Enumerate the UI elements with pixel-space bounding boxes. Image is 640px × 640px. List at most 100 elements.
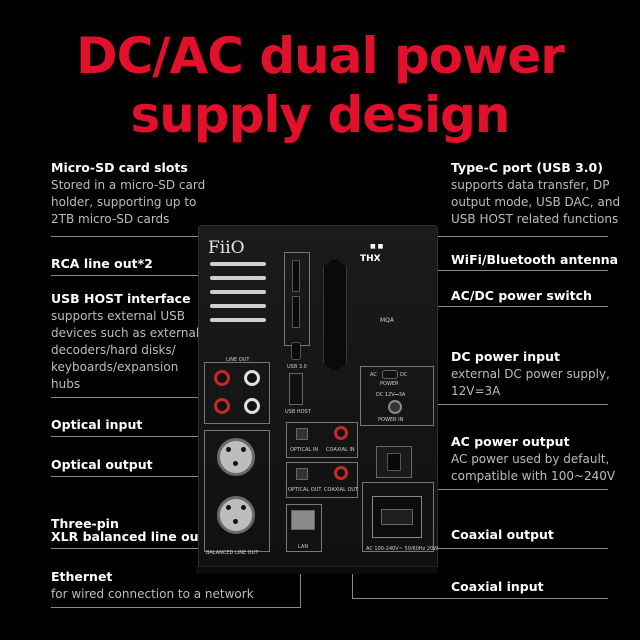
micro-sd-desc-3: 2TB micro-SD cards [51, 212, 170, 226]
ac-label: AC [370, 372, 377, 378]
ethernet-leader-line [51, 607, 301, 608]
micro-sd-slot-2[interactable] [292, 296, 300, 328]
brand-logo: FiiO [208, 238, 245, 258]
coaxial-out-label: COAXIAL OUT [324, 487, 359, 493]
power-in-label: POWER IN [378, 417, 404, 423]
micro-sd-slot-1[interactable] [292, 260, 300, 292]
micro-sd-leader-line [51, 236, 297, 237]
optical-out-label: OPTICAL OUT [288, 487, 322, 493]
balanced-line-out-label: BALANCED LINE OUT [206, 550, 259, 556]
rca-leader-line [51, 275, 210, 276]
usb-host-title: USB HOST interface [51, 291, 191, 306]
ac-power-socket[interactable] [372, 496, 422, 538]
type-c-title: Type-C port (USB 3.0) [451, 160, 603, 175]
optical-output-leader-line [51, 476, 299, 477]
optical-input-port[interactable] [296, 428, 308, 440]
optical-input-leader-line [51, 436, 299, 437]
usb-host-desc-4: keyboards/expansion [51, 360, 179, 374]
dc-input-leader-line [410, 404, 608, 405]
ac-output-desc-2: compatible with 100~240V [451, 469, 616, 483]
lan-label: LAN [298, 544, 309, 550]
usb-host-desc-1: supports external USB [51, 309, 185, 323]
rca-left-bottom[interactable] [244, 398, 260, 414]
xlr-title-1: Three-pin [51, 516, 119, 531]
xlr-output-bottom[interactable] [217, 496, 255, 534]
lan-panel [286, 504, 322, 552]
power-switch-leader-line [384, 306, 608, 307]
micro-sd-desc-2: holder, supporting up to [51, 195, 197, 209]
usb-host-port[interactable] [289, 373, 303, 405]
xlr-output-top[interactable] [217, 438, 255, 476]
digital-input-panel [286, 422, 358, 458]
dc-input-desc-1: external DC power supply, [451, 367, 610, 381]
dc-power-jack[interactable] [388, 400, 402, 414]
headline-line-2: supply design [130, 86, 510, 144]
ethernet-title: Ethernet [51, 569, 113, 584]
type-c-port[interactable] [291, 342, 301, 360]
ac-output-desc-1: AC power used by default, [451, 452, 610, 466]
vent-slot [210, 290, 266, 294]
ac-power-panel [362, 482, 434, 552]
usb-host-desc-3: decoders/hard disks/ [51, 343, 176, 357]
xlr-title-2: XLR balanced line out [51, 529, 205, 544]
line-out-label: LINE OUT [226, 357, 250, 363]
ethernet-desc: for wired connection to a network [51, 587, 254, 601]
device-base [196, 566, 438, 574]
ac-rating-label: AC 100-240V~ 50/60Hz 20W [366, 546, 439, 552]
ac-power-switch[interactable] [376, 446, 412, 478]
dc-label: DC [400, 372, 408, 378]
wifi-leader-line [336, 270, 608, 271]
power-switch-title: AC/DC power switch [451, 288, 592, 303]
dc-input-title: DC power input [451, 349, 560, 364]
usb-host-label: USB HOST [285, 409, 311, 415]
digital-output-panel [286, 462, 358, 498]
vent-slot [210, 276, 266, 280]
ac-output-title: AC power output [451, 434, 570, 449]
dc-rating-label: DC 12V⎓3A [376, 392, 406, 398]
rocker-switch-icon [387, 453, 401, 471]
micro-sd-desc-1: Stored in a micro-SD card [51, 178, 206, 192]
usb-host-desc-5: hubs [51, 377, 81, 391]
ac-output-leader-line [424, 489, 608, 490]
dc-input-desc-2: 12V=3A [451, 384, 501, 398]
optical-in-label: OPTICAL IN [290, 447, 318, 453]
xlr-panel [204, 430, 270, 552]
ethernet-port[interactable] [291, 510, 315, 530]
usb-30-label: USB 3.0 [287, 364, 307, 370]
type-c-desc-2: output mode, USB DAC, and [451, 195, 621, 209]
wifi-antenna [323, 258, 347, 372]
usb-host-leader-line [51, 397, 295, 398]
mqa-logo: MQA [380, 317, 395, 324]
type-c-leader-line [312, 236, 608, 237]
vent-slot [210, 304, 266, 308]
ac-dc-power-switch[interactable] [382, 370, 398, 379]
coaxial-output-leader-line [340, 548, 608, 549]
coaxial-input-title: Coaxial input [451, 579, 544, 594]
type-c-desc-1: supports data transfer, DP [451, 178, 610, 192]
coaxial-output-title: Coaxial output [451, 527, 554, 542]
rca-left-top[interactable] [244, 370, 260, 386]
rca-right-top[interactable] [214, 370, 230, 386]
rca-right-bottom[interactable] [214, 398, 230, 414]
headline-line-1: DC/AC dual power [76, 27, 565, 85]
rca-title: RCA line out*2 [51, 256, 153, 271]
coaxial-in-label: COAXIAL IN [326, 447, 355, 453]
wifi-title: WiFi/Bluetooth antenna [451, 252, 619, 267]
usb-host-desc-2: devices such as external [51, 326, 200, 340]
optical-output-title: Optical output [51, 457, 153, 472]
coaxial-input-port[interactable] [334, 426, 348, 440]
coaxial-output-port[interactable] [334, 466, 348, 480]
optical-input-title: Optical input [51, 417, 143, 432]
certification-marks: ■ ■ [370, 243, 384, 250]
xlr-leader-line [51, 548, 223, 549]
type-c-desc-3: USB HOST related functions [451, 212, 619, 226]
power-label: POWER [380, 381, 399, 387]
socket-pins-icon [381, 509, 413, 525]
micro-sd-title: Micro-SD card slots [51, 160, 188, 175]
rca-line-out-panel [204, 362, 270, 424]
vent-slot [210, 262, 266, 266]
optical-output-port[interactable] [296, 468, 308, 480]
thx-logo: THX [360, 254, 381, 264]
coaxial-input-leader-line [352, 598, 608, 599]
